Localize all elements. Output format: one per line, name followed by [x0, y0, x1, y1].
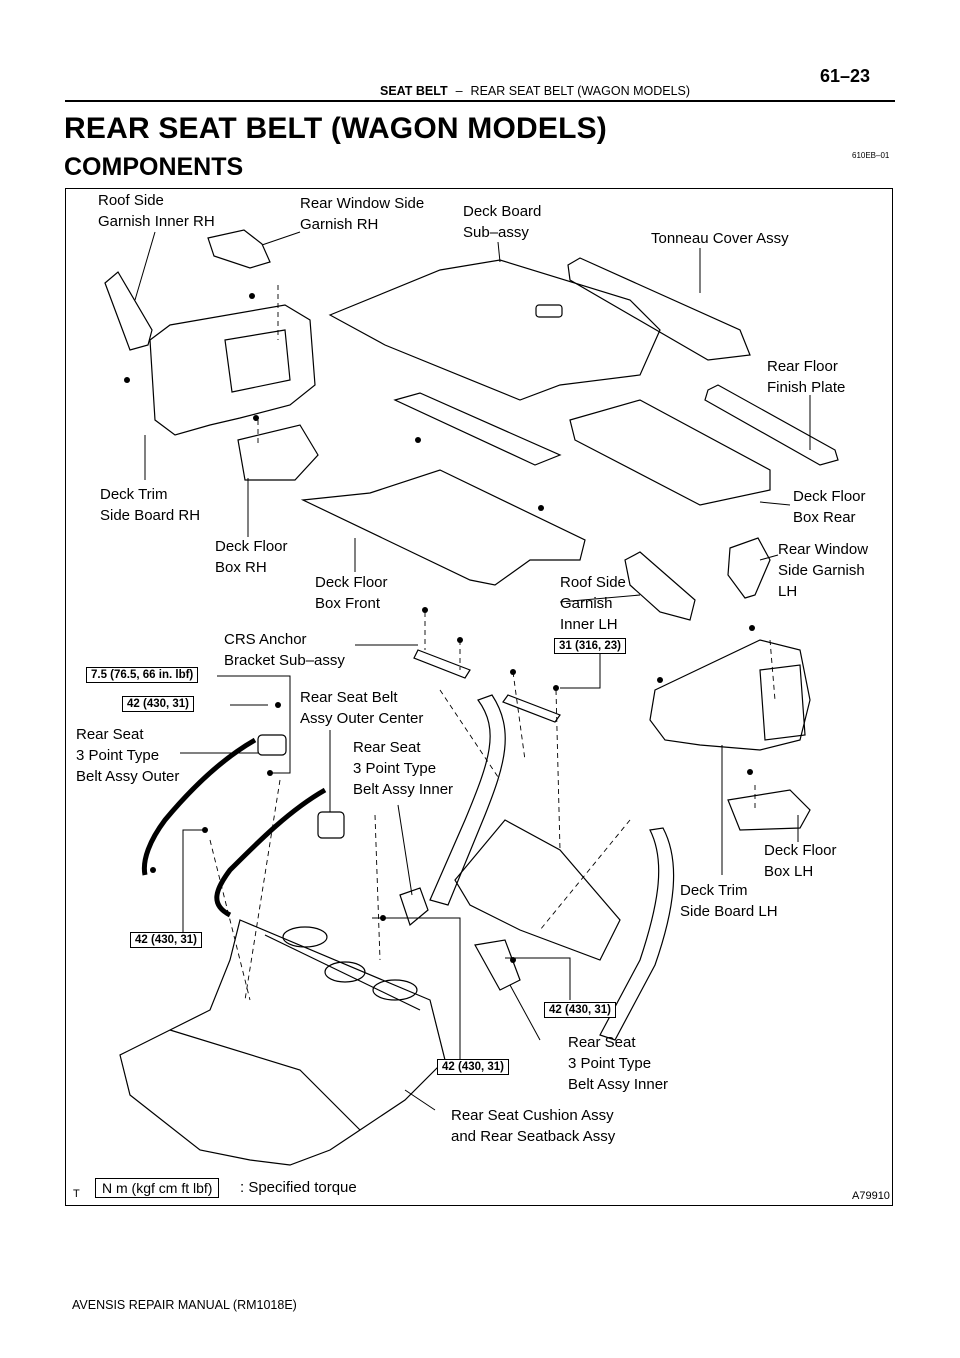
- label-roof-side-garnish-lh: Roof Side Garnish Inner LH: [560, 574, 626, 633]
- label-roof-side-garnish-rh: Roof Side Garnish Inner RH: [98, 192, 215, 230]
- rear-seat-part: [119, 919, 446, 1166]
- figure-frame: [65, 188, 893, 1206]
- deck-board-part: [328, 259, 661, 401]
- torque-callout-1: 7.5 (76.5, 66 in. lbf): [86, 667, 199, 683]
- deck-floor-strip-part: [393, 392, 562, 466]
- legend-unit-box: N m (kgf cm ft lbf): [95, 1178, 220, 1198]
- torque-callout-3: 31 (316, 23): [554, 638, 627, 654]
- deck-floor-box-lh-part: [727, 789, 811, 831]
- deck-floor-box-front-part: [300, 469, 586, 586]
- deck-floor-box-rear-part: [569, 399, 771, 506]
- reference-code: 610EB–01: [852, 151, 890, 160]
- leader-lines: [134, 231, 811, 1111]
- header-separator: –: [455, 84, 463, 98]
- torque-callout-2: 42 (430, 31): [122, 696, 195, 712]
- header-rule: [65, 100, 895, 102]
- label-deck-trim-side-board-lh: Deck Trim Side Board LH: [680, 882, 778, 920]
- label-rear-window-side-garnish-rh: Rear Window Side Garnish RH: [300, 195, 425, 233]
- label-rear-window-side-garnish-lh: Rear Window Side Garnish LH: [778, 541, 869, 600]
- buckle-b-part: [474, 939, 521, 991]
- torque-callout-6: 42 (430, 31): [437, 1059, 510, 1075]
- label-rear-seat-3pt-belt-inner-a: Rear Seat 3 Point Type Belt Assy Inner: [353, 739, 454, 798]
- label-tonneau-cover: Tonneau Cover Assy: [651, 230, 789, 247]
- body-pillar-left: [429, 694, 506, 906]
- label-deck-trim-side-board-rh: Deck Trim Side Board RH: [100, 486, 201, 524]
- label-deck-floor-box-front: Deck Floor Box Front: [315, 574, 388, 612]
- label-deck-floor-box-rear: Deck Floor Box Rear: [793, 488, 866, 526]
- label-rear-seat-3pt-belt-inner-b: Rear Seat 3 Point Type Belt Assy Inner: [568, 1034, 669, 1093]
- torque-callout-5: 42 (430, 31): [544, 1002, 617, 1018]
- running-header: SEAT BELT–REAR SEAT BELT (WAGON MODELS): [380, 84, 690, 98]
- header-section: SEAT BELT: [380, 84, 448, 98]
- deck-floor-box-rh-part: [237, 424, 319, 481]
- label-deck-floor-box-rh: Deck Floor Box RH: [215, 538, 288, 576]
- deck-trim-lh-part: [649, 639, 811, 751]
- figure-corner-mark: T: [73, 1188, 80, 1200]
- buckle-a-part: [399, 887, 429, 927]
- roof-side-garnish-rh-part: [104, 271, 153, 351]
- label-rear-seat-belt-outer-center: Rear Seat Belt Assy Outer Center: [300, 689, 424, 727]
- label-deck-floor-box-lh: Deck Floor Box LH: [764, 842, 837, 880]
- label-rear-floor-finish-plate: Rear Floor Finish Plate: [767, 358, 846, 396]
- bolts: [124, 293, 755, 963]
- rear-floor-finish-plate-part: [704, 384, 839, 466]
- label-deck-board: Deck Board Sub–assy: [463, 203, 542, 241]
- crs-anchor-part: [413, 649, 471, 679]
- assembly-dashes: [209, 285, 776, 1001]
- roof-side-garnish-lh-part: [624, 551, 696, 621]
- figure-id: A79910: [852, 1190, 890, 1202]
- tonneau-cover-part: [567, 257, 751, 361]
- body-pillar-right: [599, 827, 675, 1041]
- page-number: 61–23: [820, 66, 871, 86]
- legend-text: : Specified torque: [240, 1179, 357, 1196]
- deck-trim-rh-part: [149, 304, 316, 436]
- header-subsection: REAR SEAT BELT (WAGON MODELS): [470, 84, 691, 98]
- label-crs-anchor-bracket: CRS Anchor Bracket Sub–assy: [224, 631, 345, 669]
- belt-outer-part: [141, 737, 257, 876]
- torque-callout-4: 42 (430, 31): [130, 932, 203, 948]
- page-footer: AVENSIS REPAIR MANUAL (RM1018E): [72, 1298, 297, 1312]
- page-title: REAR SEAT BELT (WAGON MODELS): [64, 112, 608, 145]
- label-rear-seat-3pt-belt-outer: Rear Seat 3 Point Type Belt Assy Outer: [76, 726, 180, 785]
- section-heading: COMPONENTS: [64, 153, 244, 181]
- label-rear-seat-cushion-seatback: Rear Seat Cushion Assy and Rear Seatback…: [451, 1107, 616, 1145]
- rear-window-garnish-rh-part: [207, 229, 271, 269]
- rear-window-garnish-lh-part: [727, 537, 771, 599]
- floor-pan-part: [454, 819, 621, 961]
- belt-outer-center-part: [214, 787, 327, 918]
